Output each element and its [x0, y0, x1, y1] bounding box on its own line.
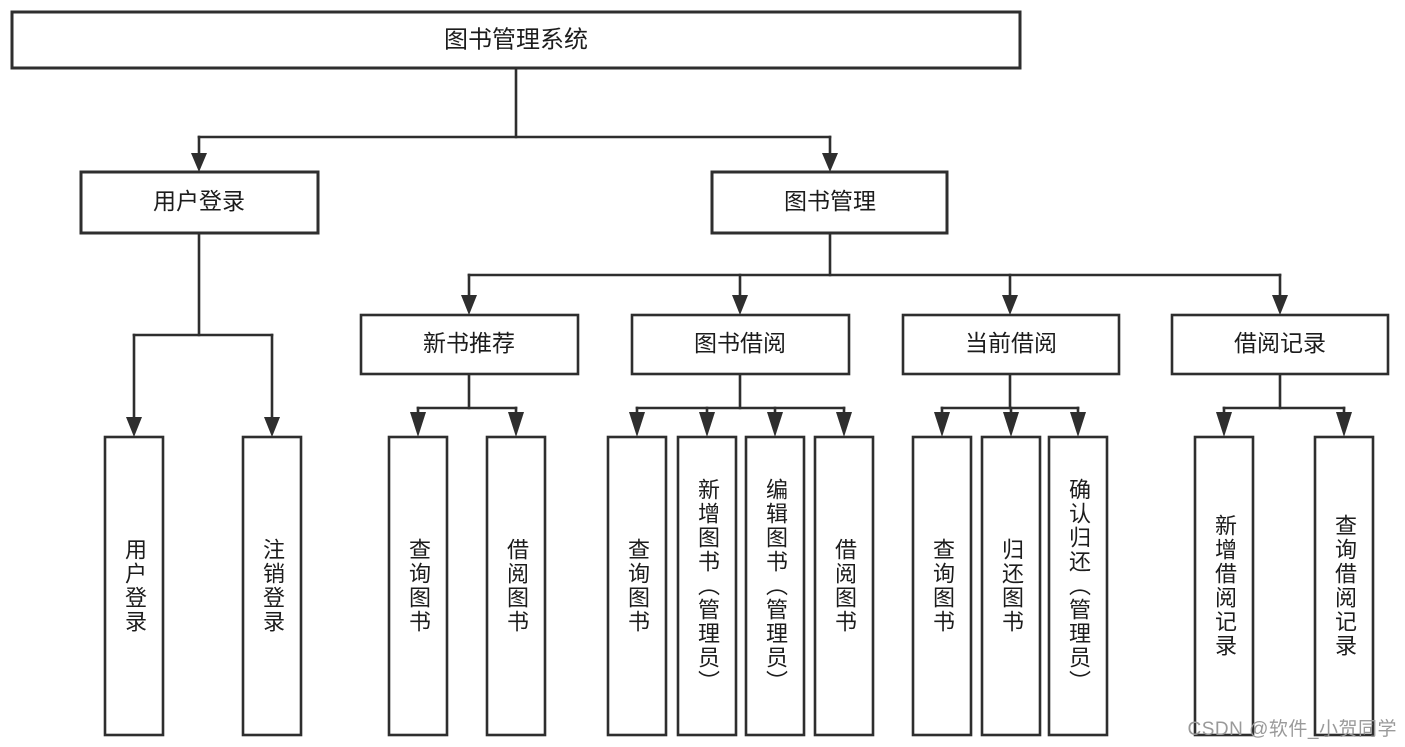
arrow-head-user-login-login [126, 417, 142, 437]
node-new-book-recommend-label: 新书推荐 [423, 330, 515, 356]
node-borrow-record[interactable]: 借阅记录 [1170, 313, 1390, 376]
node-current-borrow-box[interactable] [901, 313, 1121, 376]
node-user-login-box[interactable] [79, 170, 320, 235]
arrow-head-recommend-query-book [410, 412, 426, 437]
node-new-book-recommend[interactable]: 新书推荐 [359, 313, 580, 376]
arrow-head-current-query-book [934, 412, 950, 437]
leaf-box-recommend-query-book[interactable] [387, 435, 449, 737]
leaf-box-record-add[interactable] [1193, 435, 1255, 737]
leaf-box-user-login-logout[interactable] [241, 435, 303, 737]
arrow-head-borrow-record [1272, 295, 1288, 315]
node-new-book-recommend-box[interactable] [359, 313, 580, 376]
leaf-box-recommend-borrow-book[interactable] [485, 435, 547, 737]
edge-group-borrow-record-children [1216, 372, 1352, 437]
node-root-box[interactable] [10, 10, 1022, 70]
arrow-head-current-confirm-return [1070, 412, 1086, 437]
leaf-box-borrow-add-book[interactable] [676, 435, 738, 737]
arrow-head-record-add [1216, 412, 1232, 437]
arrow-head-new-book-recommend [461, 295, 477, 315]
node-root[interactable]: 图书管理系统 [10, 10, 1022, 70]
node-book-management-label: 图书管理 [784, 188, 876, 214]
arrow-head-current-borrow [1002, 295, 1018, 315]
arrow-head-book-management [822, 153, 838, 172]
node-root-label: 图书管理系统 [444, 26, 588, 53]
leaf-box-borrow-edit-book[interactable] [744, 435, 806, 737]
arrow-head-borrow-borrow-book [836, 412, 852, 437]
edge-group-current-borrow-children [934, 372, 1086, 437]
arrow-head-book-borrow [732, 295, 748, 315]
node-book-management-box[interactable] [710, 170, 949, 235]
node-current-borrow-label: 当前借阅 [965, 330, 1057, 356]
leaf-box-group [103, 435, 1375, 737]
arrow-head-user-login-logout [264, 417, 280, 437]
node-book-management[interactable]: 图书管理 [710, 170, 949, 235]
arrow-head-borrow-edit-book [767, 412, 783, 437]
node-book-borrow-box[interactable] [630, 313, 851, 376]
node-user-login-label: 用户登录 [153, 188, 245, 214]
edge-group-book-borrow-children [629, 372, 852, 437]
node-current-borrow[interactable]: 当前借阅 [901, 313, 1121, 376]
leaf-box-borrow-query-book[interactable] [606, 435, 668, 737]
node-book-borrow[interactable]: 图书借阅 [630, 313, 851, 376]
node-borrow-record-label: 借阅记录 [1234, 330, 1326, 356]
arrow-head-user-login [191, 153, 207, 172]
edge-group-user-login-children [126, 231, 280, 437]
leaf-box-user-login-login[interactable] [103, 435, 165, 737]
node-book-borrow-label: 图书借阅 [694, 330, 786, 356]
node-user-login[interactable]: 用户登录 [79, 170, 320, 235]
leaf-box-current-query-book[interactable] [911, 435, 973, 737]
arrow-head-recommend-borrow-book [508, 412, 524, 437]
leaf-box-current-confirm-return[interactable] [1047, 435, 1109, 737]
leaf-box-current-return-book[interactable] [980, 435, 1042, 737]
edge-group-root-to-level1 [191, 66, 838, 172]
leaf-box-record-query[interactable] [1313, 435, 1375, 737]
edge-group-recommend-children [410, 372, 524, 437]
leaf-box-borrow-borrow-book[interactable] [813, 435, 875, 737]
arrow-head-borrow-add-book [699, 412, 715, 437]
arrow-head-borrow-query-book [629, 412, 645, 437]
arrow-head-record-query [1336, 412, 1352, 437]
edge-group-book-management-children [461, 231, 1288, 315]
node-borrow-record-box[interactable] [1170, 313, 1390, 376]
watermark-text: CSDN @软件_小贺同学 [1187, 719, 1397, 740]
arrow-head-current-return-book [1003, 412, 1019, 437]
